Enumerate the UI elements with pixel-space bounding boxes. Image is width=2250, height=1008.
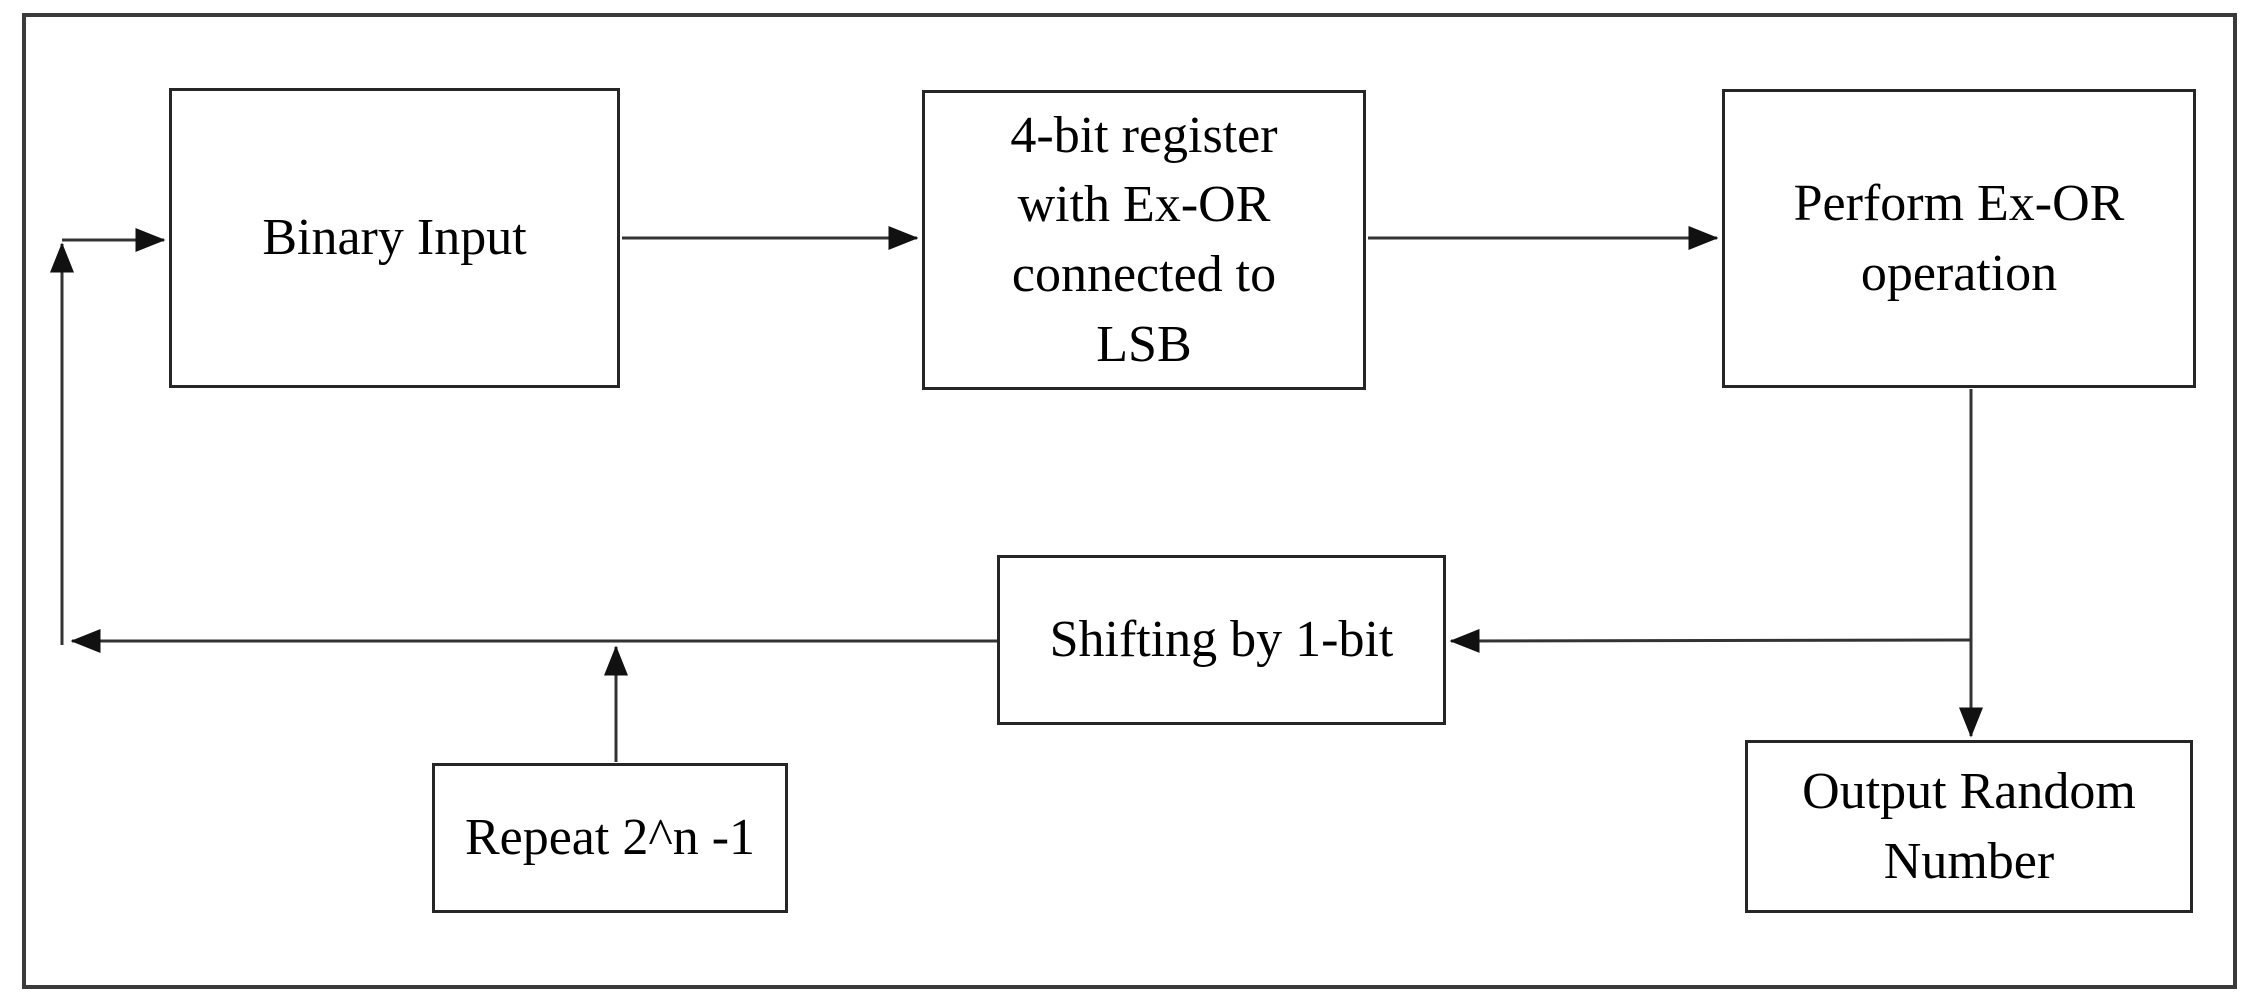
diagram-border (22, 13, 2237, 989)
node-shifting: Shifting by 1-bit (997, 555, 1446, 725)
node-perform-exor: Perform Ex-OR operation (1722, 89, 2196, 388)
node-output-random: Output Random Number (1745, 740, 2193, 913)
node-binary-input-label: Binary Input (262, 209, 527, 267)
node-register-4bit: 4-bit register with Ex-OR connected to L… (922, 90, 1366, 390)
node-register-4bit-label: 4-bit register with Ex-OR connected to L… (1010, 106, 1278, 373)
node-shifting-label: Shifting by 1-bit (1049, 611, 1394, 669)
node-repeat-label: Repeat 2^n -1 (464, 809, 756, 867)
connector-perform-exor-to-shifting (1449, 628, 1972, 653)
node-binary-input: Binary Input (169, 88, 620, 388)
node-perform-exor-label: Perform Ex-OR operation (1793, 174, 2125, 302)
node-repeat: Repeat 2^n -1 (432, 763, 788, 913)
node-output-random-label: Output Random Number (1802, 762, 2136, 890)
